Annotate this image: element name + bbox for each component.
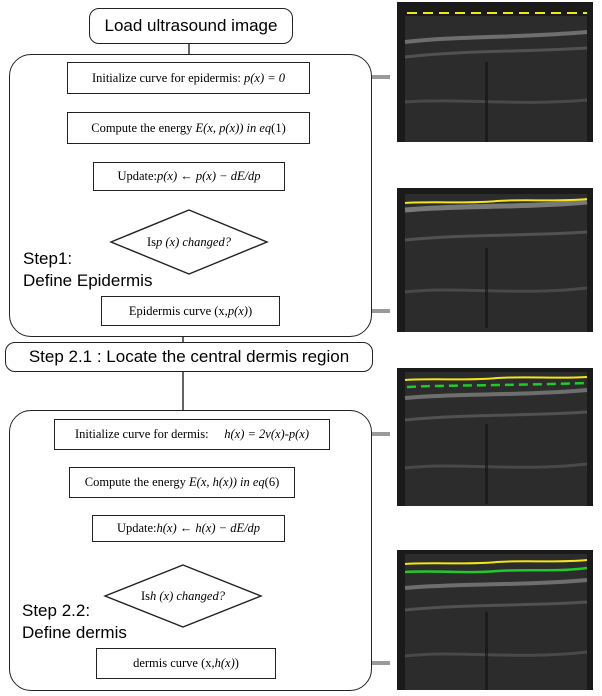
step22-update-formula: h(x) ← h(x) − dE/dp bbox=[156, 521, 261, 535]
step21-box: Step 2.1 : Locate the central dermis reg… bbox=[5, 342, 373, 372]
step22-energy-box: Compute the energy E(x, h(x)) in eq (6) bbox=[69, 467, 295, 498]
ultrasound-image-2 bbox=[397, 188, 593, 332]
step1-output-suffix: ) bbox=[247, 303, 253, 318]
step1-update-prefix: Update: bbox=[117, 169, 158, 183]
step1-energy-suffix: (1) bbox=[271, 120, 286, 135]
step22-energy-suffix: (6) bbox=[264, 475, 280, 489]
step22-init-formula: h(x) = 2v(x)-p(x) bbox=[224, 427, 309, 441]
step22-init-prefix: Initialize curve for dermis: bbox=[74, 427, 209, 441]
ultrasound-image-4 bbox=[397, 550, 593, 690]
step1-output-box: Epidermis curve (x, p(x)) bbox=[101, 296, 280, 326]
step22-output-formula: h(x) bbox=[214, 656, 235, 670]
step1-energy-prefix: Compute the energy bbox=[91, 120, 193, 135]
ultrasound-image-3 bbox=[397, 368, 593, 506]
step1-label-line1: Step1: bbox=[23, 249, 73, 268]
step1-decision-formula: p (x) changed? bbox=[156, 234, 231, 249]
step1-output-formula: p(x) bbox=[227, 303, 248, 318]
step1-init-formula: p(x) = 0 bbox=[243, 70, 286, 85]
step22-energy-prefix: Compute the energy bbox=[84, 475, 186, 489]
ultrasound-image-1 bbox=[397, 2, 593, 142]
step1-decision-text: Is p (x) changed? bbox=[109, 209, 269, 275]
step22-decision-text: Is h (x) changed? bbox=[103, 564, 263, 628]
step1-container bbox=[9, 54, 372, 337]
step22-update-box: Update: h(x) ← h(x) − dE/dp bbox=[92, 515, 285, 542]
step1-energy-box: Compute the energy E(x, p(x)) in eq (1) bbox=[67, 112, 310, 144]
step1-output-prefix: Epidermis curve (x, bbox=[128, 303, 228, 318]
load-image-box: Load ultrasound image bbox=[89, 8, 293, 44]
step22-label: Step 2.2: Define dermis bbox=[22, 600, 127, 644]
step22-output-suffix: ) bbox=[234, 656, 239, 670]
step1-update-box: Update: p(x) ← p(x) − dE/dp bbox=[93, 162, 285, 191]
step22-output-box: dermis curve (x, h(x)) bbox=[96, 648, 276, 679]
step1-energy-formula: E(x, p(x)) in eq bbox=[195, 120, 272, 135]
step22-container bbox=[9, 410, 372, 691]
step1-decision-prefix: Is bbox=[146, 234, 157, 249]
step22-label-line2: Define dermis bbox=[22, 623, 127, 642]
step1-label: Step1: Define Epidermis bbox=[23, 248, 152, 292]
step1-init-box: Initialize curve for epidermis: p(x) = 0 bbox=[67, 62, 310, 94]
load-image-label: Load ultrasound image bbox=[104, 16, 278, 35]
step22-update-prefix: Update: bbox=[116, 521, 157, 535]
step21-label: Step 2.1 : Locate the central dermis reg… bbox=[28, 347, 350, 366]
step22-init-box: Initialize curve for dermis: h(x) = 2v(x… bbox=[54, 419, 330, 450]
step1-update-formula: p(x) ← p(x) − dE/dp bbox=[157, 169, 261, 183]
step1-decision-diamond bbox=[109, 209, 269, 275]
step22-label-line1: Step 2.2: bbox=[22, 601, 91, 620]
step22-output-prefix: dermis curve (x, bbox=[133, 656, 215, 670]
step22-decision-diamond bbox=[103, 564, 263, 628]
step1-label-line2: Define Epidermis bbox=[23, 271, 153, 290]
step22-decision-prefix: Is bbox=[140, 588, 151, 603]
step22-decision-formula: h (x) changed? bbox=[150, 588, 225, 603]
step22-energy-formula: E(x, h(x)) in eq bbox=[189, 475, 265, 489]
step1-init-prefix: Initialize curve for epidermis: bbox=[91, 70, 241, 85]
